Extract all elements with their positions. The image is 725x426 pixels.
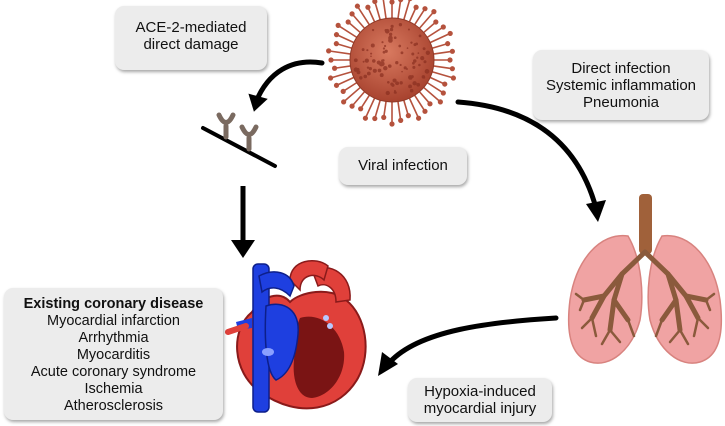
coronary-item: Acute coronary syndrome [30, 364, 197, 380]
coronary-item: Arrhythmia [78, 330, 149, 346]
ace2-damage-label: ACE-2-mediated direct damage [115, 6, 267, 70]
arrow-virus-to-lungs [455, 99, 599, 211]
infection-effect-2: Systemic inflammation [545, 77, 697, 94]
infection-effect-1: Direct infection [571, 60, 671, 77]
infection-effects-label: Direct infection Systemic inflammation P… [533, 50, 709, 120]
lungs-icon [567, 194, 723, 364]
viral-infection-text: Viral infection [358, 157, 448, 174]
hypoxia-line-2: myocardial injury [423, 400, 537, 417]
virus-icon [326, 0, 457, 127]
coronary-disease-title: Existing coronary disease [23, 296, 204, 312]
hypoxia-injury-label: Hypoxia-induced myocardial injury [408, 378, 552, 422]
hypoxia-line-1: Hypoxia-induced [424, 383, 536, 400]
arrow-virus-to-receptor [253, 59, 325, 105]
ace2-receptor-icon [201, 112, 277, 168]
coronary-item: Ischemia [84, 381, 143, 397]
ace2-label-line-1: ACE-2-mediated [135, 19, 247, 36]
coronary-item: Atherosclerosis [63, 398, 164, 414]
arrow-lungs-to-heart [387, 315, 559, 365]
coronary-item: Myocardial infarction [47, 313, 180, 329]
heart-icon [225, 260, 367, 413]
coronary-disease-box: Existing coronary disease Myocardial inf… [4, 288, 223, 420]
infection-effect-3: Pneumonia [583, 94, 659, 111]
ace2-label-line-2: direct damage [143, 36, 239, 53]
viral-infection-label: Viral infection [339, 147, 467, 185]
coronary-item: Myocarditis [76, 347, 151, 363]
